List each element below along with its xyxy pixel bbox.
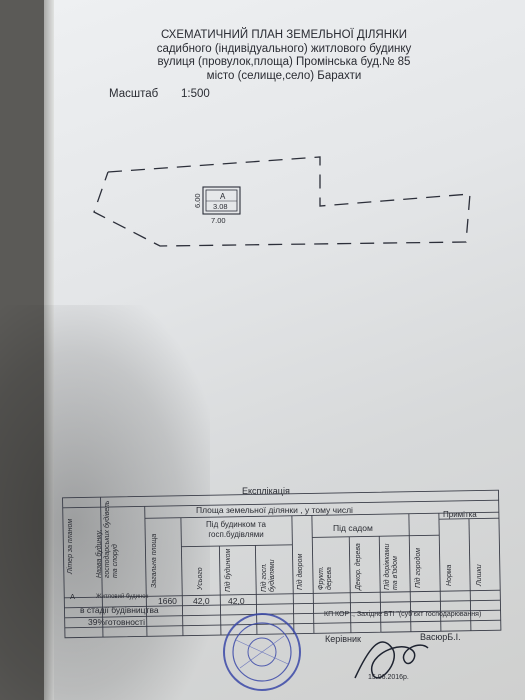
signature	[354, 641, 429, 679]
house-outline	[202, 186, 241, 215]
dimension-bottom: 7.00	[211, 216, 226, 225]
scale-label: Масштаб	[109, 88, 159, 100]
col-excess: Лишки	[476, 564, 483, 586]
col-roads: Під доріжками та в'їздом	[384, 543, 399, 590]
footer-org: КП КОР ., Західне БТІ "(суб'єкт господар…	[324, 611, 482, 618]
official-stamp	[223, 613, 301, 691]
col-under-outbuildings: Під госп. будівлями	[261, 559, 276, 592]
col-norm: Норма	[446, 564, 453, 586]
col-decor: Декор. дерева	[355, 543, 362, 590]
under-building-header: Під будинком та госп.будівлями	[206, 520, 266, 539]
col-letter: Літер за планом	[67, 518, 74, 574]
row-under-total: 42,0	[193, 596, 210, 606]
footer-date: 15.06.2016р.	[368, 674, 409, 681]
area-header: Площа земельної ділянки , у тому числі	[196, 505, 353, 515]
col-total: Загальна площа	[151, 533, 158, 588]
title-line-2: садибного (індивідуального) житлового бу…	[156, 42, 412, 55]
document-title: СХЕМАТИЧНИЙ ПЛАН ЗЕМЕЛЬНОЇ ДІЛЯНКИ садиб…	[128, 29, 440, 83]
table-title: Експлікація	[242, 486, 290, 496]
note-line-2: 39%готовності	[88, 617, 145, 627]
note-header: Примітка	[443, 510, 477, 519]
col-vegetable: Під городом	[415, 547, 422, 588]
garden-header: Під садом	[333, 523, 373, 533]
title-line-4: місто (селище,село) Барахти	[206, 69, 362, 82]
house-inner-outline	[205, 189, 238, 212]
building-letter: А	[220, 192, 226, 201]
head-label: Керівник	[325, 634, 361, 644]
scale-value: 1:500	[181, 88, 210, 100]
col-fruit: Фрукт. дерева	[318, 566, 333, 590]
row-name: Житловий будинок	[96, 594, 149, 600]
title-line-3: вулиця (провулок,площа) Промінська буд.№…	[157, 56, 411, 68]
note-line-1: в стадії будівництва	[80, 605, 159, 615]
title-line-1: СХЕМАТИЧНИЙ ПЛАН ЗЕМЕЛЬНОЇ ДІЛЯНКИ	[160, 29, 408, 41]
document-page	[44, 0, 525, 700]
dimension-side: 6.00	[193, 193, 202, 208]
head-name: ВасюрБ.І.	[420, 632, 461, 642]
building-area: 3.08	[213, 202, 228, 211]
page-fold	[44, 0, 54, 700]
col-under-house: Під будинком	[225, 548, 232, 592]
col-yard: Під двором	[297, 553, 304, 590]
photo-shadow	[0, 305, 210, 700]
col-total-under: Усього	[197, 567, 204, 590]
col-name: Назва будинку, господарських будівель та…	[96, 500, 119, 579]
row-total: 1660	[158, 596, 177, 606]
row-under-house: 42,0	[228, 596, 245, 606]
land-plot-boundary	[93, 156, 471, 247]
row-letter: А	[70, 592, 76, 601]
